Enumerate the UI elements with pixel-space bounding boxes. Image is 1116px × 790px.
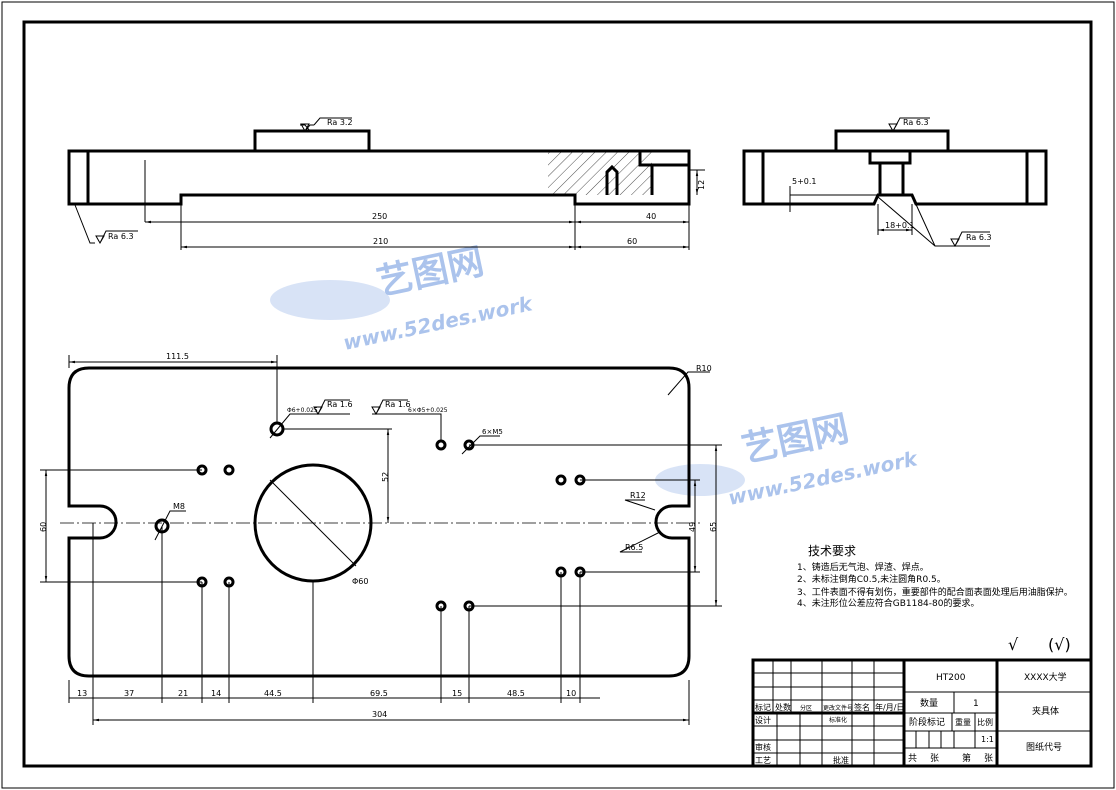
front-view: 250 40 210 60 12 Ra 3.2 Ra 6.3 — [67, 117, 706, 250]
dim-15: 15 — [452, 689, 462, 698]
tb-header-mark: 标记 — [755, 702, 771, 712]
tb-standardize: 标准化 — [829, 716, 847, 724]
dim-111-5: 111.5 — [166, 352, 189, 361]
label-6-m5: 6×M5 — [482, 428, 503, 436]
tb-header-signature: 签名 — [854, 702, 870, 712]
watermark-logo-icon — [270, 280, 390, 320]
tb-header-change-doc: 更改文件号 — [823, 704, 853, 712]
dim-10: 10 — [566, 689, 576, 698]
inner-frame — [22, 20, 1093, 768]
dim-21: 21 — [178, 689, 188, 698]
label-6-phi5: 6×Φ5+0.025 — [408, 407, 448, 414]
tb-quantity: 1 — [973, 699, 979, 709]
tb-quantity-label: 数量 — [920, 697, 938, 709]
plan-view: 111.5 60 52 49 65 13 37 21 14 44.5 69.5 … — [39, 352, 722, 725]
dim-52: 52 — [381, 472, 390, 482]
tb-header-zone: 分区 — [800, 704, 812, 712]
roughness-ra3-2: Ra 3.2 — [327, 118, 353, 127]
tech-req-title: 技术要求 — [808, 544, 856, 558]
plate-outline — [67, 366, 691, 678]
tb-sheet-unit: 张 — [984, 753, 993, 764]
roughness-other-symbol: √ — [1008, 635, 1019, 654]
tb-design: 设计 — [755, 715, 771, 725]
dim-14: 14 — [211, 689, 221, 698]
tb-total-sheets: 共 — [908, 753, 917, 764]
label-r12: R12 — [630, 491, 646, 500]
tb-drawing-no: 图纸代号 — [1026, 741, 1062, 753]
dim-210: 210 — [373, 237, 388, 246]
dim-69-5: 69.5 — [370, 689, 388, 698]
roughness-ra6-3-top: Ra 6.3 — [903, 118, 929, 127]
watermark: 艺图网 www.52des.work 艺图网 www.52des.work — [270, 241, 921, 510]
tb-stage-label: 阶段标记 — [909, 716, 945, 728]
dim-48-5: 48.5 — [507, 689, 525, 698]
tb-scale-label: 比例 — [977, 717, 993, 727]
roughness-ra6-3-bottom: Ra 6.3 — [966, 233, 992, 242]
title-block: 标记 处数 分区 更改文件号 签名 年/月/日 设计 标准化 审核 工艺 批准 … — [751, 658, 1093, 768]
label-r6-5: R6.5 — [625, 543, 643, 552]
dim-12: 12 — [697, 180, 706, 190]
tech-req-item: 2、未标注倒角C0.5,未注圆角R0.5。 — [797, 573, 946, 585]
tb-scale: 1:1 — [981, 735, 994, 744]
dim-44-5: 44.5 — [264, 689, 282, 698]
tb-school: XXXX大学 — [1024, 671, 1067, 683]
dim-60: 60 — [627, 237, 637, 246]
label-hole-phi6: Φ6+0.025 — [287, 407, 318, 414]
dim-37: 37 — [124, 689, 134, 698]
watermark-brand: 艺图网 — [373, 241, 487, 304]
dim-65: 65 — [709, 522, 718, 532]
tech-req-item: 3、工件表面不得有划伤，重要部件的配合面表面处理后用油脂保护。 — [797, 586, 1073, 598]
tech-req-item: 4、未注形位公差应符合GB1184-80的要求。 — [797, 597, 979, 609]
dim-60-left: 60 — [39, 522, 48, 532]
dim-depth-5: 5+0.1 — [792, 177, 817, 186]
technical-requirements: 技术要求 1、铸造后无气泡、焊渣、焊点。 2、未标注倒角C0.5,未注圆角R0.… — [797, 544, 1073, 609]
label-phi60: Φ60 — [352, 577, 368, 586]
watermark-brand: 艺图网 — [738, 408, 852, 471]
roughness-other-paren: (√) — [1048, 635, 1071, 654]
roughness-ra6-3-left: Ra 6.3 — [108, 232, 134, 241]
dim-49: 49 — [688, 522, 697, 532]
side-view: 5+0.1 18+0.1 Ra 6.3 Ra 6.3 — [742, 117, 1048, 248]
tb-material: HT200 — [936, 673, 966, 683]
dim-13: 13 — [77, 689, 87, 698]
tb-weight-label: 重量 — [955, 717, 971, 727]
tb-review: 审核 — [755, 742, 771, 752]
boss — [253, 129, 371, 153]
label-m8: M8 — [173, 502, 185, 511]
tb-process: 工艺 — [755, 756, 771, 765]
dim-304: 304 — [372, 710, 387, 719]
label-r10: R10 — [696, 364, 712, 373]
tb-approve: 批准 — [833, 755, 849, 765]
tb-header-count: 处数 — [775, 702, 791, 712]
roughness-ra1-6-b: Ra 1.6 — [385, 400, 411, 409]
roughness-ra1-6-a: Ra 1.6 — [327, 400, 353, 409]
tech-req-item: 1、铸造后无气泡、焊渣、焊点。 — [797, 561, 929, 573]
dim-width-18: 18+0.1 — [885, 221, 915, 230]
tb-sheet-no: 第 — [962, 752, 971, 764]
tb-part-name: 夹具体 — [1032, 705, 1059, 717]
tb-sheet-unit: 张 — [930, 753, 939, 764]
tb-header-date: 年/月/日 — [875, 702, 904, 712]
dim-40: 40 — [646, 212, 656, 221]
dim-250: 250 — [372, 212, 387, 221]
section-hatch — [548, 151, 652, 195]
